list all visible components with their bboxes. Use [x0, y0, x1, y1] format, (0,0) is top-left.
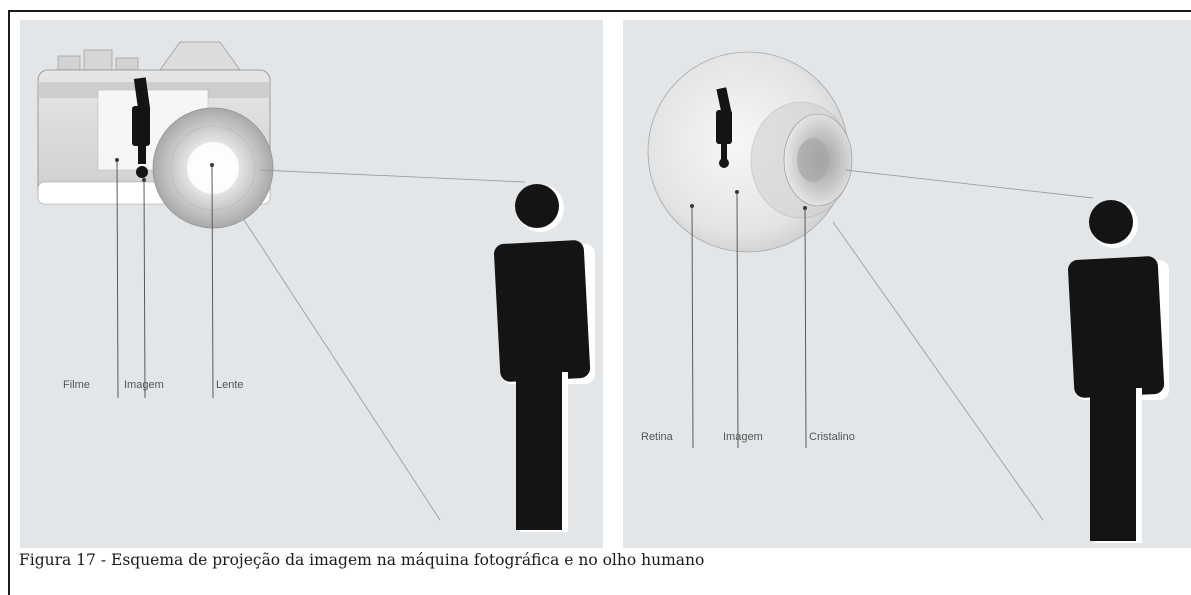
leader-lines	[116, 159, 214, 399]
camera-projection-diagram: Filme Imagem Lente	[20, 20, 603, 548]
projected-image-silhouette	[132, 77, 151, 178]
label-image: Imagem	[723, 431, 763, 443]
projected-image-silhouette	[716, 87, 732, 168]
label-image: Imagem	[124, 379, 164, 391]
eye-projection-diagram: Retina Imagem Cristalino	[623, 20, 1191, 548]
crystalline-lens	[750, 101, 853, 219]
eye-diagram-svg: Retina Imagem Cristalino	[641, 51, 1169, 543]
person-silhouette	[1068, 200, 1169, 543]
projection-rays	[243, 169, 526, 521]
leader-lines	[691, 191, 807, 449]
leader-dots	[690, 190, 807, 210]
person-silhouette	[494, 184, 595, 532]
label-lens: Lente	[216, 379, 244, 391]
camera-lens	[152, 107, 274, 229]
figure-caption: Figura 17 - Esquema de projeção da image…	[19, 551, 705, 569]
projection-rays	[832, 169, 1094, 521]
camera-diagram-svg: Filme Imagem Lente	[37, 41, 595, 532]
label-retina: Retina	[641, 431, 674, 443]
label-film: Filme	[63, 379, 90, 391]
figure-frame	[8, 10, 1191, 595]
label-crystalline: Cristalino	[809, 431, 855, 443]
leader-dots	[115, 158, 214, 182]
